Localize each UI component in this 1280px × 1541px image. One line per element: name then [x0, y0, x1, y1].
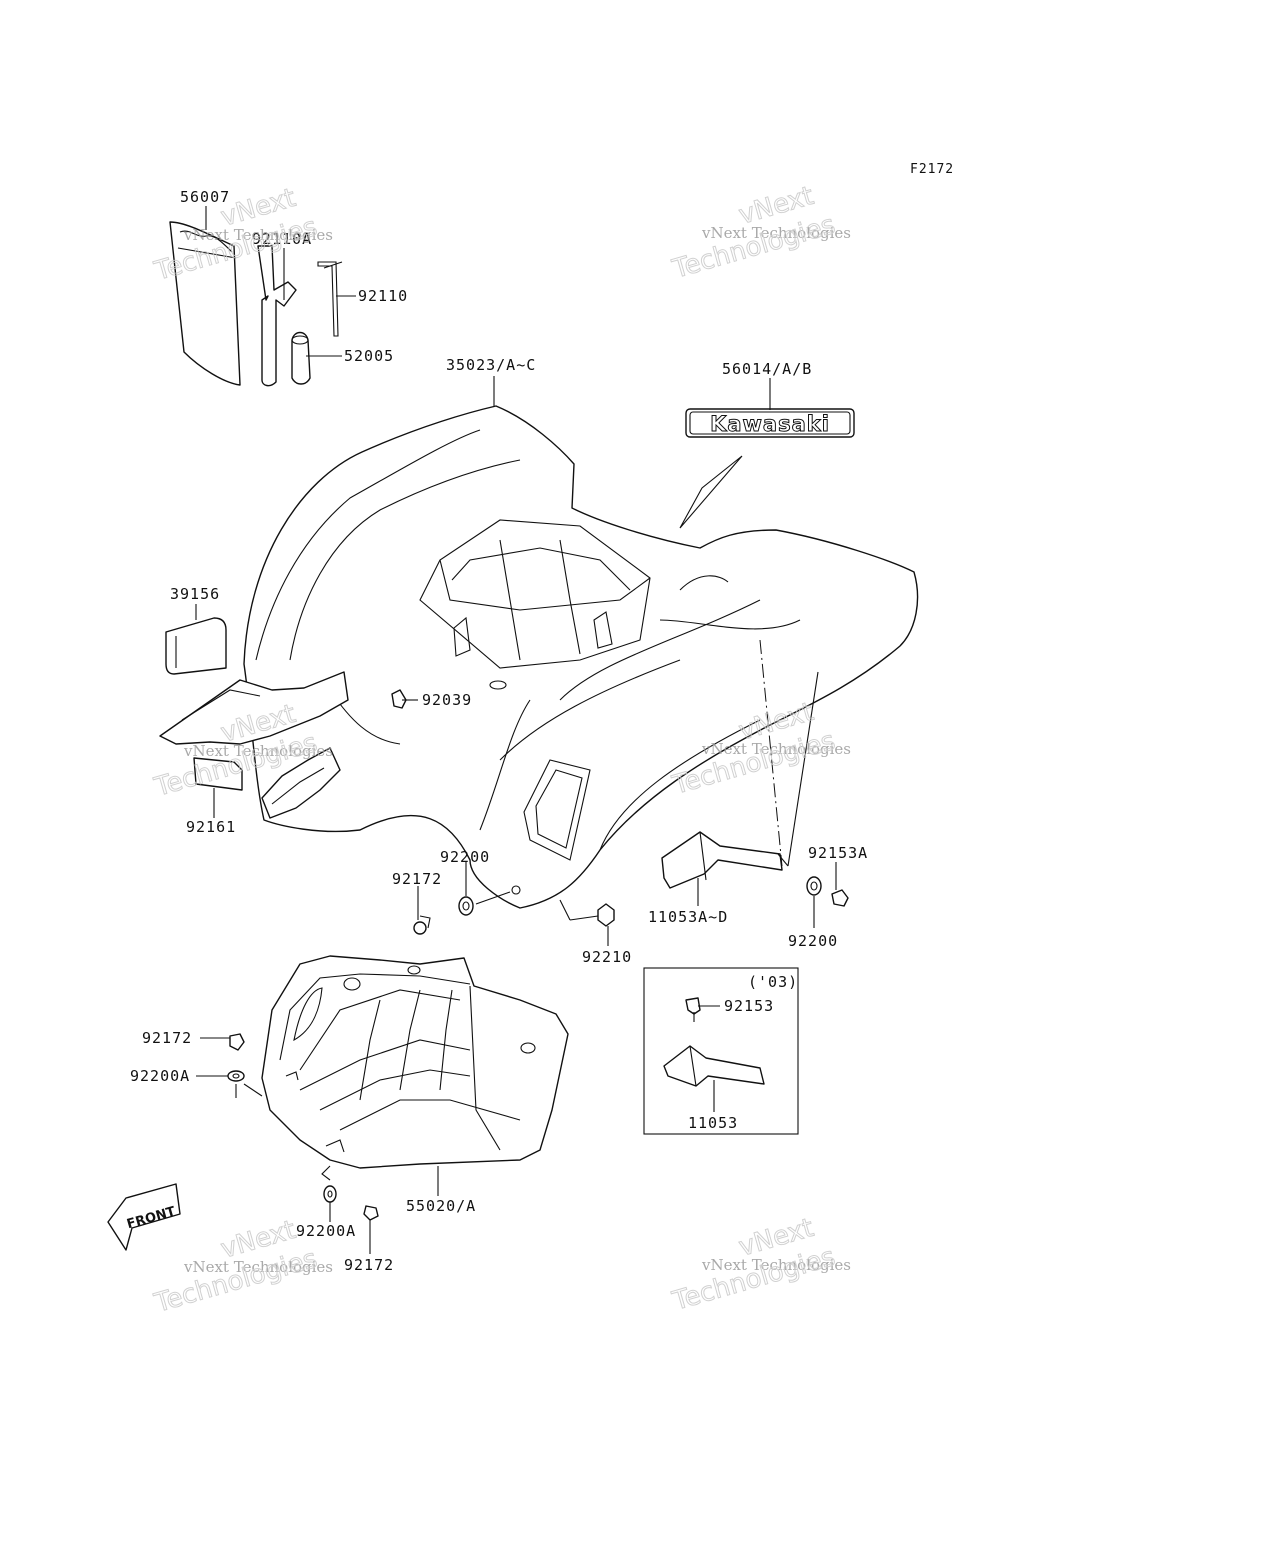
leader-lines — [195, 206, 837, 1254]
label-92200-right: 92200 — [788, 932, 838, 950]
alignment-line-1 — [759, 639, 783, 867]
inset-2003: ('03) — [643, 967, 799, 1135]
label-92039: 92039 — [422, 691, 472, 709]
logo-text: Kawasaki — [710, 412, 830, 436]
watermark-line1: vNext Technologies — [701, 1256, 851, 1274]
pin-52005 — [291, 331, 311, 385]
watermark-line1: vNext Technologies — [183, 742, 333, 760]
clip-92039 — [391, 689, 407, 709]
washer-92200-middle — [458, 885, 521, 916]
label-92200-middle: 92200 — [440, 848, 490, 866]
label-92153A: 92153A — [808, 844, 868, 862]
label-56007: 56007 — [180, 188, 230, 206]
kawasaki-decal: Kawasaki — [679, 408, 855, 529]
inset-year-label: ('03) — [748, 973, 798, 991]
part-labels: 56007 92110A 92110 52005 35023/A~C 56014… — [130, 188, 868, 1274]
alignment-line-2 — [787, 671, 819, 867]
fender-inner-flap — [159, 671, 349, 819]
bolt-92172-bottom — [363, 1205, 379, 1221]
label-92172-left: 92172 — [142, 1029, 192, 1047]
tool-92110A — [257, 245, 297, 387]
label-92200A-bottom: 92200A — [296, 1222, 356, 1240]
reflector-39156 — [165, 617, 227, 675]
washer-92200A-bottom — [321, 1165, 337, 1203]
watermark-line1: vNext Technologies — [183, 226, 333, 244]
mudguard-55020 — [261, 955, 569, 1169]
front-direction-arrow: FRONT — [107, 1183, 181, 1251]
nut-92210 — [559, 899, 615, 927]
washer-92200A-left — [227, 1070, 263, 1098]
label-92161: 92161 — [186, 818, 236, 836]
figure-code: F2172 — [910, 162, 954, 177]
label-92153: 92153 — [724, 997, 774, 1015]
label-92210: 92210 — [582, 948, 632, 966]
label-55020: 55020/A — [406, 1197, 476, 1215]
bolt-92172-middle — [413, 915, 431, 935]
bolt-92172-left — [229, 1033, 245, 1051]
washer-92200-right — [806, 876, 822, 896]
mud-flap-56007 — [169, 221, 241, 386]
label-92172-middle: 92172 — [392, 870, 442, 888]
label-56014: 56014/A/B — [722, 360, 812, 378]
watermark-line1: vNext Technologies — [183, 1258, 333, 1276]
hex-key-92110 — [317, 261, 343, 337]
watermark-line1: vNext Technologies — [701, 740, 851, 758]
label-11053A: 11053A~D — [648, 908, 728, 926]
label-52005: 52005 — [344, 347, 394, 365]
label-35023: 35023/A~C — [446, 356, 536, 374]
label-11053: 11053 — [688, 1114, 738, 1132]
bolt-92153A — [831, 889, 849, 907]
bracket-11053A — [661, 831, 789, 889]
label-39156: 39156 — [170, 585, 220, 603]
pad-92161 — [193, 757, 243, 791]
watermark-line1: vNext Technologies — [701, 224, 851, 242]
label-92200A-left: 92200A — [130, 1067, 190, 1085]
rear-fender-35023 — [243, 405, 919, 909]
label-92172-bottom: 92172 — [344, 1256, 394, 1274]
label-92110A: 92110A — [252, 230, 312, 248]
label-92110: 92110 — [358, 287, 408, 305]
